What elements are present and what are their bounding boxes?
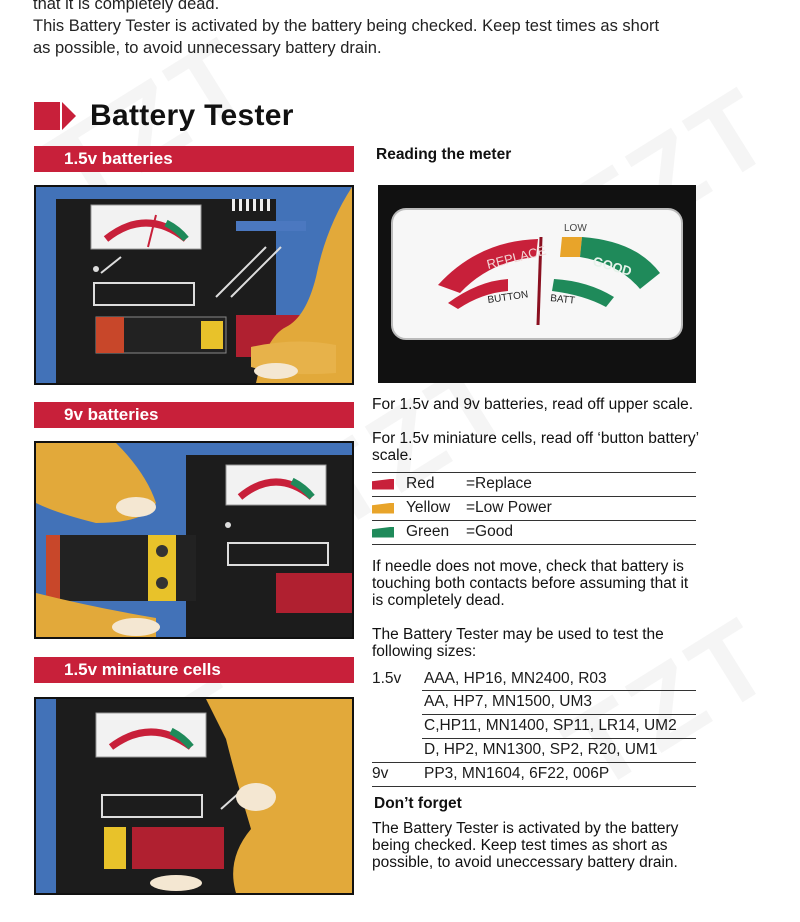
divider [422, 714, 696, 715]
divider [372, 472, 696, 473]
legend-row-yellow: Yellow =Low Power [372, 497, 696, 519]
divider [372, 496, 696, 497]
size-voltage: 9v [372, 765, 389, 782]
legend-name: Red [406, 475, 435, 492]
size-row: 9v PP3, MN1604, 6F22, 006P [372, 763, 696, 785]
divider [372, 520, 696, 521]
intro-line-2: as possible, to avoid unnecessary batter… [33, 39, 382, 57]
size-row: 1.5v AAA, HP16, MN2400, R03 [372, 668, 696, 690]
reading-para-1: For 1.5v and 9v batteries, read off uppe… [372, 396, 694, 413]
section-header-miniature: 1.5v miniature cells [34, 657, 354, 683]
size-row: D, HP2, MN1300, SP2, R20, UM1 [372, 739, 696, 761]
size-models: AAA, HP16, MN2400, R03 [424, 670, 607, 687]
section-header-1-5v: 1.5v batteries [34, 146, 354, 172]
legend-row-red: Red =Replace [372, 473, 696, 495]
meter-low-label: LOW [564, 223, 587, 234]
legend-name: Yellow [406, 499, 451, 516]
illustration-1-5v-batteries [34, 185, 354, 385]
intro-line-0: that it is completely dead. [33, 0, 220, 13]
size-row: AA, HP7, MN1500, UM3 [372, 691, 696, 713]
illustration-miniature-cells [34, 697, 354, 895]
page-title: Battery Tester [34, 98, 294, 134]
title-text: Battery Tester [90, 99, 294, 132]
legend-meaning: =Good [466, 523, 513, 540]
intro-line-1: This Battery Tester is activated by the … [33, 17, 660, 35]
legend-row-green: Green =Good [372, 521, 696, 543]
legend-name: Green [406, 523, 450, 540]
reading-para-2: For 1.5v miniature cells, read off ‘butt… [372, 430, 699, 464]
red-swatch-icon [372, 478, 394, 490]
section-header-9v: 9v batteries [34, 402, 354, 428]
meter-illustration: REPLACE LOW GOOD BUTTON BATT [378, 185, 696, 383]
legend-meaning: =Replace [466, 475, 532, 492]
size-voltage: 1.5v [372, 670, 402, 687]
green-swatch-icon [372, 526, 394, 538]
size-models: PP3, MN1604, 6F22, 006P [424, 765, 610, 782]
size-models: AA, HP7, MN1500, UM3 [424, 693, 592, 710]
dont-forget-heading: Don’t forget [374, 795, 462, 812]
yellow-swatch-icon [372, 502, 394, 514]
divider [372, 544, 696, 545]
size-row: C,HP11, MN1400, SP11, LR14, UM2 [372, 715, 696, 737]
legend-meaning: =Low Power [466, 499, 552, 516]
title-arrow-icon [34, 102, 78, 130]
divider [372, 786, 696, 787]
needle-note: If needle does not move, check that batt… [372, 558, 689, 609]
size-models: D, HP2, MN1300, SP2, R20, UM1 [424, 741, 658, 758]
meter-batt-label: BATT [550, 293, 576, 307]
illustration-9v-batteries [34, 441, 354, 639]
divider [372, 762, 696, 763]
dont-forget-text: The Battery Tester is activated by the b… [372, 820, 679, 871]
size-models: C,HP11, MN1400, SP11, LR14, UM2 [424, 717, 677, 734]
divider [422, 690, 696, 691]
sizes-intro: The Battery Tester may be used to test t… [372, 626, 664, 660]
divider [422, 738, 696, 739]
meter-heading: Reading the meter [376, 146, 512, 163]
